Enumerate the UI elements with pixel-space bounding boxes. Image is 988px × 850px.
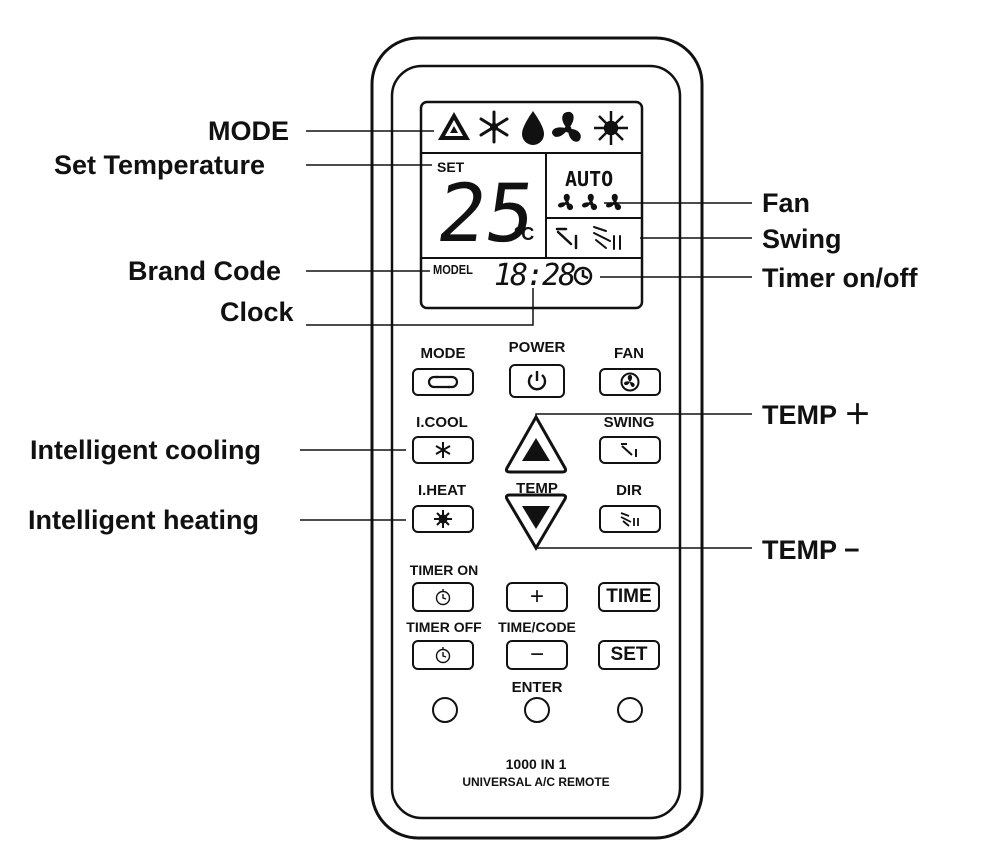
icool-button[interactable] [412, 436, 474, 464]
footer-description: UNIVERSAL A/C REMOTE [462, 775, 610, 789]
swing-button-label: SWING [603, 414, 655, 431]
temp-button-label: TEMP [516, 480, 558, 497]
swing-button[interactable] [599, 436, 661, 464]
timer-clock-icon [573, 266, 593, 286]
callout-brand-code: Brand Code [128, 256, 282, 286]
timer-icon [435, 647, 451, 664]
time-button[interactable]: TIME [598, 582, 660, 612]
callout-fan: Fan [762, 188, 811, 218]
callout-intelligent-heating: Intelligent heating [28, 505, 260, 535]
callout-temp-minus: TEMP − [762, 535, 860, 565]
footer-model: 1000 IN 1 [505, 756, 567, 772]
sun-icon [434, 510, 452, 528]
lcd-fan-mode: AUTO [565, 167, 614, 191]
dir-button[interactable] [599, 505, 661, 533]
swing-sweep-icon [620, 512, 639, 527]
remote-body-inner [390, 64, 682, 820]
dir-button-label: DIR [616, 482, 642, 499]
fan-button[interactable] [599, 368, 661, 396]
set-button[interactable]: SET [598, 640, 660, 670]
swing-icon [621, 443, 637, 457]
callout-clock: Clock [220, 297, 294, 327]
callout-temp-plus: TEMP ＋ [762, 400, 872, 430]
timer-off-button[interactable] [412, 640, 474, 670]
lcd-clock-time: 18:28 [494, 258, 576, 293]
enter-button-label: ENTER [511, 679, 563, 696]
icool-button-label: I.COOL [416, 414, 468, 431]
power-icon [527, 371, 547, 391]
lcd-temperature-unit: °C [514, 224, 535, 244]
mode-button-label: MODE [420, 345, 466, 362]
heat-sun-icon [594, 111, 628, 145]
timer-on-button-label: TIMER ON [409, 562, 479, 578]
fan-button-label: FAN [614, 345, 644, 362]
mode-button[interactable] [412, 368, 474, 396]
snowflake-icon [435, 442, 451, 458]
round-button-right[interactable] [617, 697, 643, 723]
round-button-left[interactable] [432, 697, 458, 723]
callout-mode: MODE [208, 116, 289, 146]
enter-button[interactable] [524, 697, 550, 723]
temp-plus-button[interactable]: + [506, 582, 568, 612]
timer-icon [435, 589, 451, 606]
timer-off-button-label: TIMER OFF [406, 619, 482, 635]
lcd-model-label: MODEL [433, 262, 473, 277]
auto-mode-icon [438, 112, 470, 140]
dry-droplet-icon [522, 111, 544, 145]
callout-timer-on-off: Timer on/off [762, 263, 918, 293]
iheat-button-label: I.HEAT [417, 482, 467, 499]
swing-icon [555, 227, 578, 250]
callout-intelligent-cooling: Intelligent cooling [30, 435, 261, 465]
temp-down-button[interactable] [504, 493, 568, 551]
swing-sweep-icon [593, 226, 621, 250]
iheat-button[interactable] [412, 505, 474, 533]
temp-up-button[interactable] [504, 413, 568, 474]
power-button-label: POWER [508, 339, 566, 356]
callout-set-temperature: Set Temperature [54, 150, 266, 180]
lcd-set-label: SET [437, 159, 465, 175]
power-button[interactable] [509, 364, 565, 398]
mode-cycle-icon [427, 375, 459, 389]
callout-swing: Swing [762, 224, 842, 254]
callout-leader-lines [300, 130, 752, 549]
time-code-button-label: TIME/CODE [498, 619, 576, 635]
temp-minus-button[interactable]: − [506, 640, 568, 670]
fan-icon [620, 372, 640, 392]
cool-snowflake-icon [479, 110, 509, 144]
fan-icon [552, 111, 581, 142]
timer-on-button[interactable] [412, 582, 474, 612]
